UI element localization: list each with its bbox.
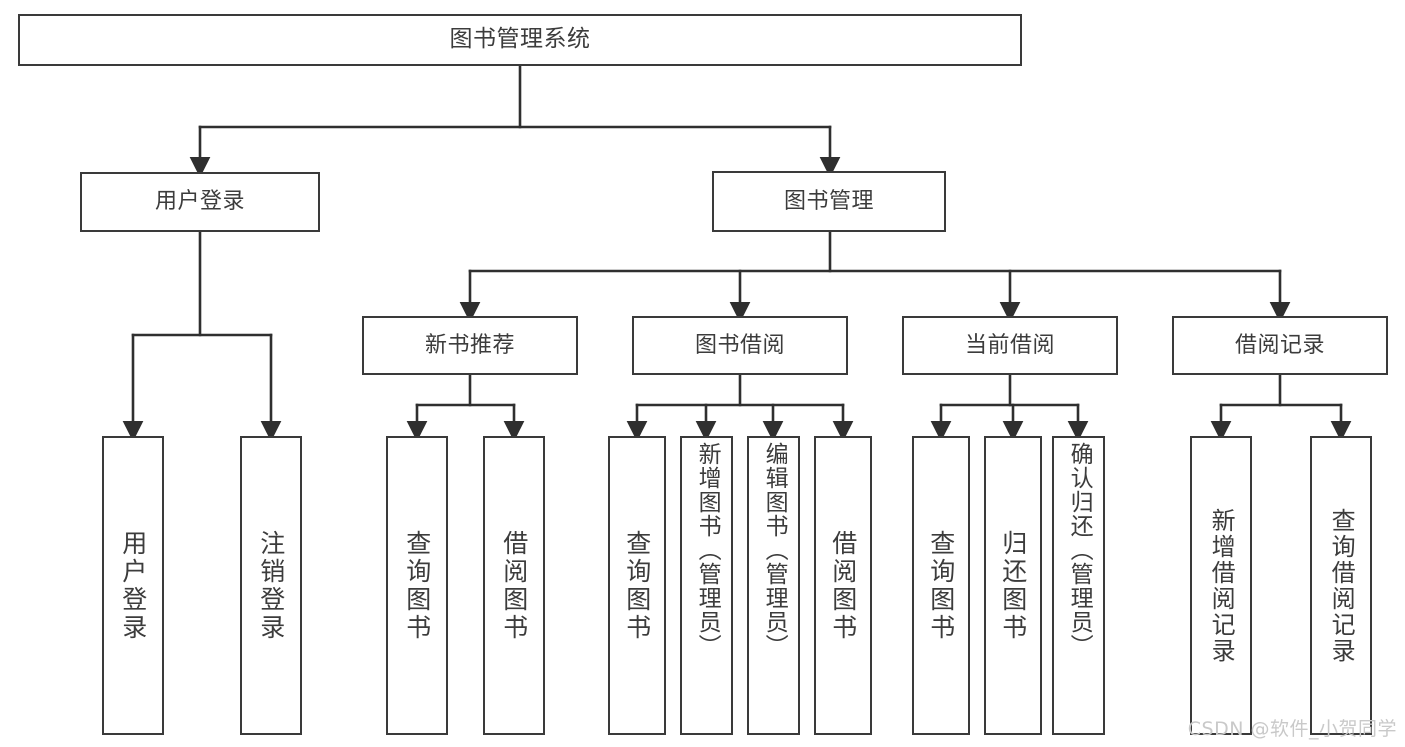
- node-leaf-borrow-book-1[interactable]: 借阅图书: [483, 436, 545, 735]
- node-leaf-query-book-1[interactable]: 查询图书: [386, 436, 448, 735]
- node-leaf-user-login[interactable]: 用户登录: [102, 436, 164, 735]
- node-new-book-recommend-label: 新书推荐: [424, 332, 515, 358]
- node-current-borrow-label: 当前借阅: [964, 332, 1055, 358]
- node-leaf-query-record-label: 查询借阅记录: [1327, 507, 1356, 664]
- node-leaf-borrow-book-2[interactable]: 借阅图书: [814, 436, 872, 735]
- csdn-watermark: CSDN @软件_小贺同学: [1187, 718, 1397, 740]
- node-book-manage-label: 图书管理: [783, 188, 874, 214]
- node-user-login-label: 用户登录: [154, 189, 245, 215]
- node-root-label: 图书管理系统: [449, 26, 591, 53]
- node-leaf-query-book-2[interactable]: 查询图书: [608, 436, 666, 735]
- node-user-login[interactable]: 用户登录: [80, 172, 320, 232]
- node-leaf-query-record[interactable]: 查询借阅记录: [1310, 436, 1372, 735]
- node-current-borrow[interactable]: 当前借阅: [902, 316, 1118, 375]
- node-leaf-edit-book-label: 编辑图书（管理员）: [761, 442, 788, 658]
- node-borrow-record-label: 借阅记录: [1234, 332, 1325, 358]
- node-leaf-add-record-label: 新增借阅记录: [1207, 507, 1236, 664]
- node-leaf-query-book-1-label: 查询图书: [402, 529, 432, 642]
- node-leaf-user-logout[interactable]: 注销登录: [240, 436, 302, 735]
- node-leaf-query-book-2-label: 查询图书: [622, 529, 652, 642]
- node-leaf-query-book-3-label: 查询图书: [926, 529, 956, 642]
- node-leaf-user-logout-label: 注销登录: [256, 529, 286, 642]
- node-leaf-confirm-return-label: 确认归还（管理员）: [1066, 442, 1093, 658]
- node-leaf-add-book[interactable]: 新增图书（管理员）: [680, 436, 733, 735]
- node-new-book-recommend[interactable]: 新书推荐: [362, 316, 578, 375]
- node-leaf-borrow-book-2-label: 借阅图书: [828, 529, 858, 642]
- node-book-borrow-label: 图书借阅: [694, 332, 785, 358]
- node-leaf-query-book-3[interactable]: 查询图书: [912, 436, 970, 735]
- node-leaf-return-book-label: 归还图书: [998, 529, 1028, 642]
- node-book-borrow[interactable]: 图书借阅: [632, 316, 848, 375]
- node-leaf-user-login-label: 用户登录: [118, 529, 148, 642]
- node-leaf-return-book[interactable]: 归还图书: [984, 436, 1042, 735]
- node-leaf-edit-book[interactable]: 编辑图书（管理员）: [747, 436, 800, 735]
- node-root[interactable]: 图书管理系统: [18, 14, 1022, 66]
- node-leaf-add-record[interactable]: 新增借阅记录: [1190, 436, 1252, 735]
- node-borrow-record[interactable]: 借阅记录: [1172, 316, 1388, 375]
- node-book-manage[interactable]: 图书管理: [712, 171, 946, 232]
- node-leaf-borrow-book-1-label: 借阅图书: [499, 529, 529, 642]
- node-leaf-add-book-label: 新增图书（管理员）: [694, 442, 721, 658]
- node-leaf-confirm-return[interactable]: 确认归还（管理员）: [1052, 436, 1105, 735]
